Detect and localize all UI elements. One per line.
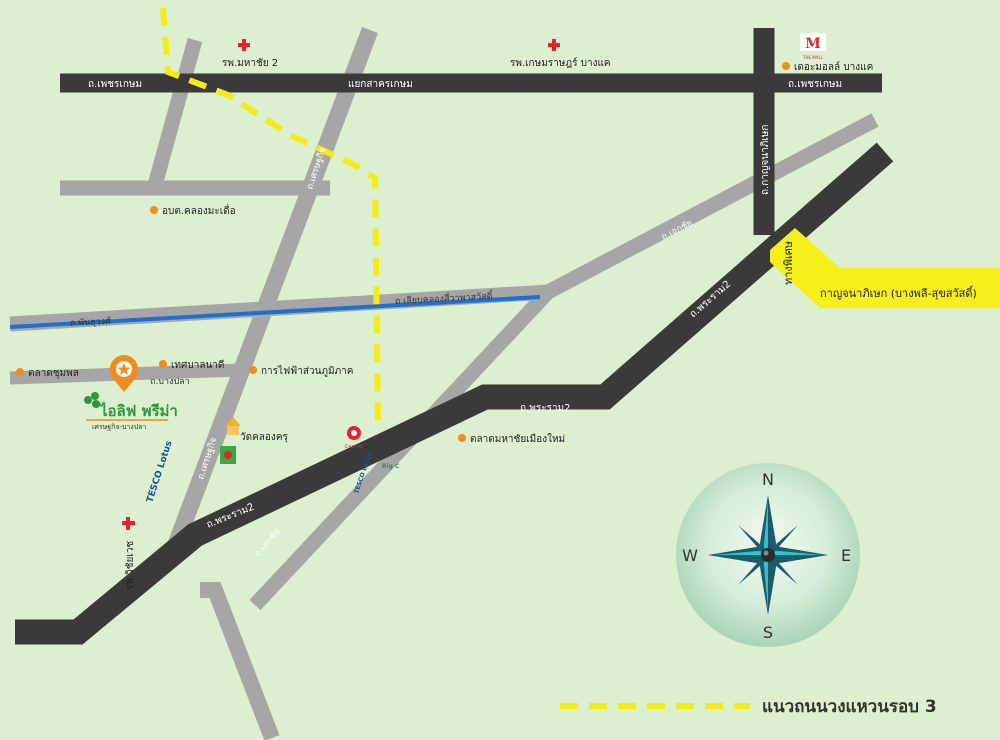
road-rama2 xyxy=(15,142,894,645)
hospital-icon xyxy=(122,517,135,530)
poi-dots xyxy=(16,62,790,442)
the-mall-logo: M THE MALL xyxy=(800,33,826,60)
central-logo: Central xyxy=(345,426,363,450)
label-kasem-bangkhae: รพ.เกษมราษฎร์ บางแค xyxy=(510,57,611,69)
label-mahachai2: รพ.มหาชัย 2 xyxy=(222,58,278,69)
project-clover-icon xyxy=(84,392,100,408)
label-wichaiyuth: รพ.วิชัยเวช xyxy=(125,541,136,590)
road-canal xyxy=(9,284,551,332)
label-intersection: แยกสาครเกษม xyxy=(348,79,413,90)
the-mall-logo-mark: M xyxy=(805,36,821,52)
label-the-mall: เดอะมอลล์ บางแค xyxy=(794,61,873,73)
label-khlong-maduea: อบต.คลองมะเดื่อ xyxy=(162,203,236,217)
label-pea: การไฟฟ้าส่วนภูมิภาค xyxy=(261,365,353,377)
hospital-icon xyxy=(548,39,560,51)
road-ekachai-south xyxy=(200,582,280,740)
project-name: ไอลิฟ พรีม่า xyxy=(98,401,178,420)
expressway-name: กาญจนาภิเษก (บางพลี-สุขสวัสดิ์) xyxy=(820,285,977,300)
compass-star-icon xyxy=(708,495,828,615)
poi-dot xyxy=(150,206,158,214)
label-phetkasem-east: ถ.เพชรเกษม xyxy=(788,79,842,90)
label-talat-chumphon: ตลาดชุมพล xyxy=(28,368,79,379)
big-c-logo: Big C xyxy=(382,463,400,470)
compass-s: S xyxy=(763,623,773,642)
expressway-tag: ทางพิเศษ xyxy=(782,241,795,285)
poi-dot xyxy=(458,434,466,442)
label-wat-khlong-kru: วัดคลองครุ xyxy=(240,432,289,443)
green-store-icon xyxy=(220,446,236,464)
expressway-band xyxy=(770,228,1000,308)
ring-road-3 xyxy=(160,7,381,431)
compass-n: N xyxy=(762,470,774,489)
compass-e: E xyxy=(841,546,851,565)
label-talat-mahachai: ตลาดมหาชัยเมืองใหม่ xyxy=(470,433,565,445)
label-bang-pla: ถ.บางปลา xyxy=(150,377,190,387)
compass-rose: N S E W xyxy=(676,463,860,647)
label-phetkasem-west: ถ.เพชรเกษม xyxy=(88,79,142,90)
compass-w: W xyxy=(682,546,698,565)
big-c-logo-text: Big C xyxy=(382,463,400,470)
label-thetsaban: เทศบาลนาดี xyxy=(171,359,224,371)
poi-dot xyxy=(782,62,790,70)
canal-line xyxy=(9,295,541,329)
project-subtitle: เศรษฐกิจ-บางปลา xyxy=(92,423,146,431)
tesco-logo-text: TESCO Lotus xyxy=(145,440,174,504)
poi-dot xyxy=(249,366,257,374)
temple-icon xyxy=(225,417,241,435)
poi-labels: รพ.มหาชัย 2 รพ.เกษมราษฎร์ บางแค เดอะมอลล… xyxy=(28,57,873,590)
the-mall-logo-text: THE MALL xyxy=(802,55,824,60)
central-logo-text: Central xyxy=(345,444,363,450)
label-ekachai-b: ถ.เอกชัย xyxy=(253,527,283,559)
label-phan-burut: ถ.พันธุวงศ์ xyxy=(70,315,112,329)
poi-dot xyxy=(159,360,167,368)
project-location-pin-icon xyxy=(110,355,138,392)
poi-dot xyxy=(16,368,24,376)
label-rama2-b: ถ.พระราม2 xyxy=(520,403,571,414)
tesco-logo: TESCO Lotus xyxy=(145,440,174,504)
legend: แนวถนนวงแหวนรอบ 3 xyxy=(560,697,937,717)
hospital-icon xyxy=(238,39,250,51)
road-setthakit-north xyxy=(147,38,203,187)
label-kanchanaphisek: ถ.กาญจนาภิเษก xyxy=(760,125,771,195)
road-setthakit xyxy=(162,26,378,564)
legend-label: แนวถนนวงแหวนรอบ 3 xyxy=(762,697,937,717)
